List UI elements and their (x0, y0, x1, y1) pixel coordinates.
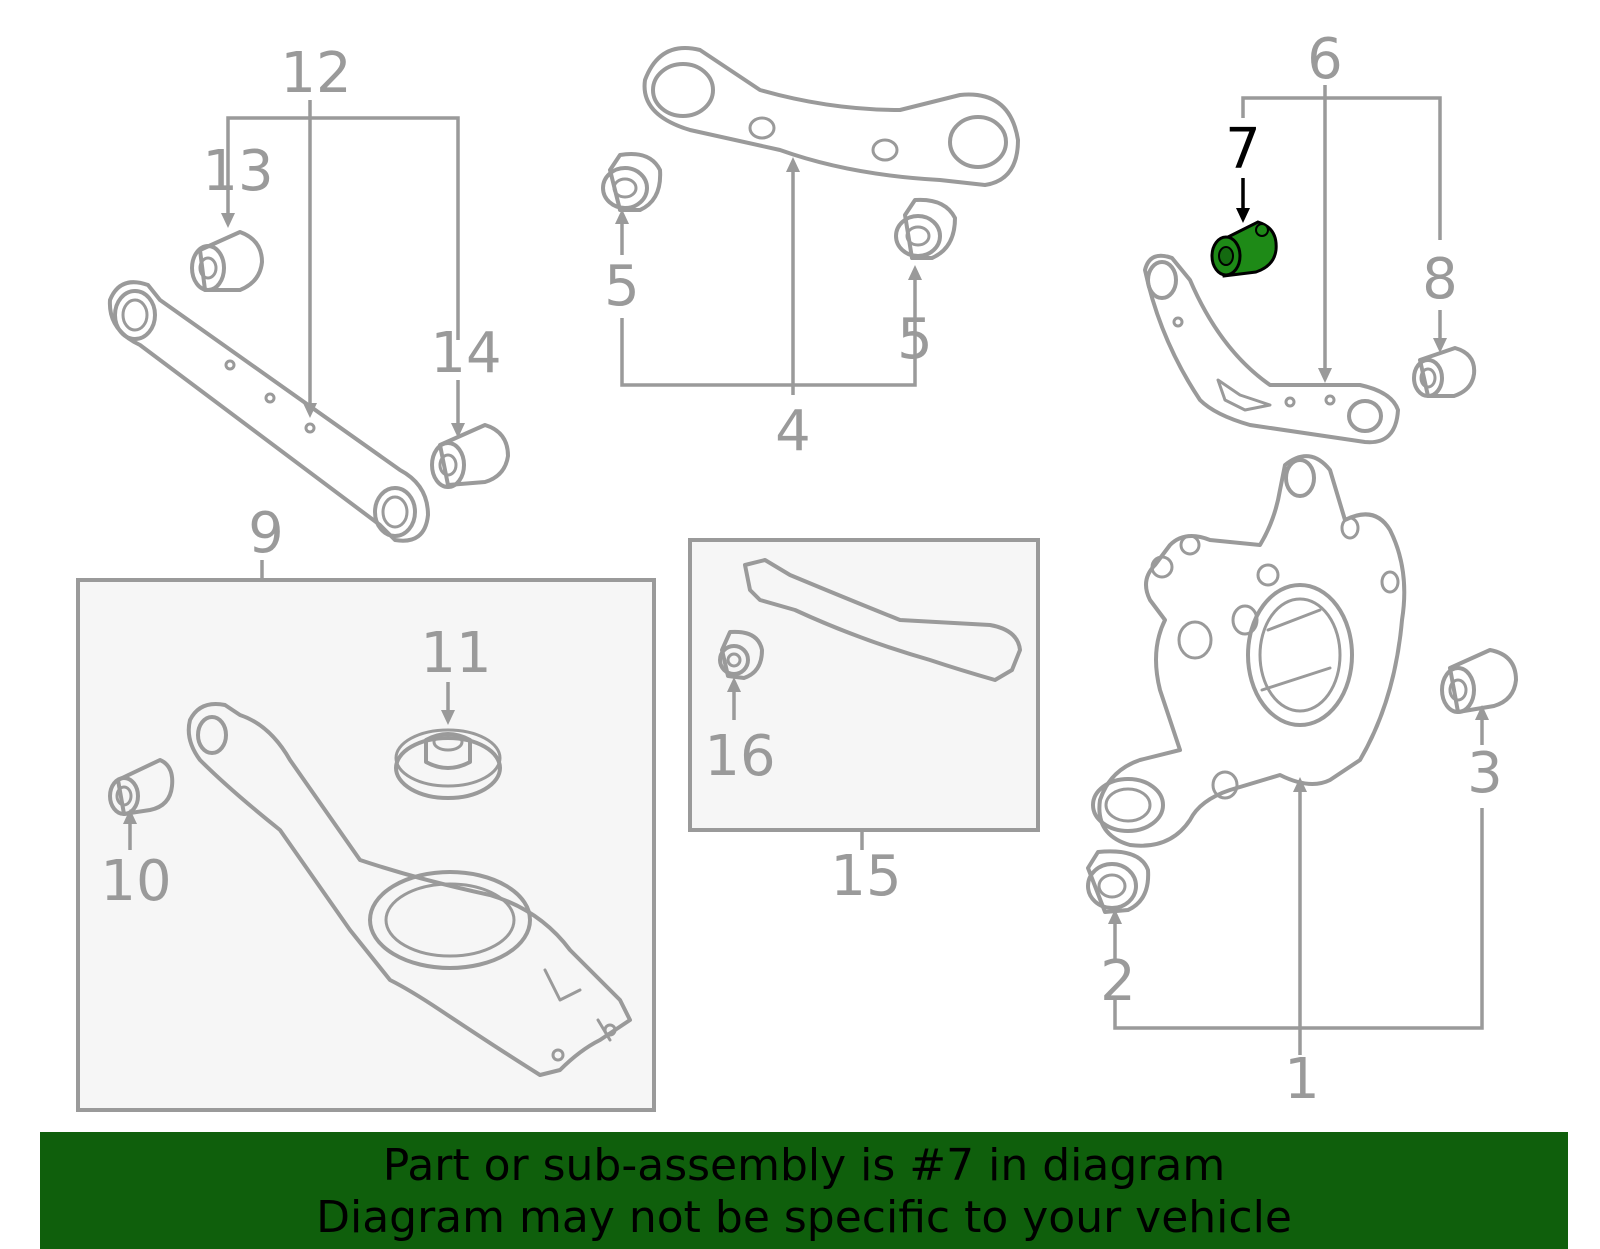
group-9-box (76, 560, 656, 1112)
callout-7[interactable]: 7 (1225, 117, 1261, 182)
bushing-part-8[interactable] (1412, 346, 1477, 398)
callout-11[interactable]: 11 (420, 621, 491, 686)
callout-13[interactable]: 13 (202, 139, 273, 204)
bushing-part-5-right[interactable] (894, 197, 957, 260)
group-15-box (688, 538, 1040, 850)
lateral-link-part-12[interactable] (107, 280, 430, 543)
callout-9[interactable]: 9 (248, 501, 284, 566)
callout-numbers: 12 13 14 5 5 4 6 7 8 9 11 10 16 15 3 2 1 (100, 27, 1502, 1112)
trailing-arm-part-6[interactable] (1143, 253, 1400, 445)
toe-link-part-15[interactable] (743, 558, 1022, 682)
bushing-part-3[interactable] (1440, 648, 1518, 714)
callout-8[interactable]: 8 (1422, 247, 1458, 312)
bushing-part-5-left[interactable] (601, 152, 663, 212)
bushing-part-7-highlighted[interactable] (1210, 220, 1278, 278)
bushing-part-16[interactable] (718, 629, 764, 680)
spring-seat-part-11[interactable] (394, 728, 502, 800)
callout-5-right[interactable]: 5 (897, 307, 933, 372)
callout-12[interactable]: 12 (280, 41, 351, 106)
callout-5-left[interactable]: 5 (604, 254, 640, 319)
bushing-part-2[interactable] (1086, 849, 1151, 914)
knuckle-part-1[interactable] (1091, 454, 1407, 848)
callout-10[interactable]: 10 (100, 849, 171, 914)
callout-1[interactable]: 1 (1284, 1047, 1320, 1112)
callout-14[interactable]: 14 (430, 321, 501, 386)
upper-arm-part-4[interactable] (642, 46, 1020, 187)
callout-3[interactable]: 3 (1467, 741, 1503, 806)
callout-16[interactable]: 16 (704, 724, 775, 789)
leader-lines (123, 85, 1489, 1055)
bushing-part-13[interactable] (190, 230, 264, 292)
banner-line-1: Part or sub-assembly is #7 in diagram (382, 1140, 1226, 1191)
callout-15[interactable]: 15 (830, 844, 901, 909)
callout-6[interactable]: 6 (1307, 27, 1343, 92)
callout-2[interactable]: 2 (1100, 949, 1136, 1014)
lower-arm-part-9[interactable] (186, 702, 632, 1077)
callout-4[interactable]: 4 (775, 399, 811, 464)
banner-line-2: Diagram may not be specific to your vehi… (316, 1192, 1292, 1243)
bushing-part-14[interactable] (430, 423, 510, 489)
bushing-part-10[interactable] (108, 758, 175, 816)
info-banner: Part or sub-assembly is #7 in diagram Di… (40, 1132, 1568, 1249)
